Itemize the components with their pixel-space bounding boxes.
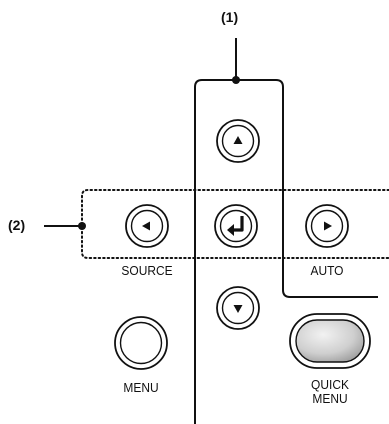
auto-label: AUTO bbox=[310, 263, 344, 278]
quick-menu-label-line1: QUICK bbox=[311, 377, 349, 392]
source-button[interactable] bbox=[125, 204, 169, 248]
triangle-left-icon bbox=[142, 221, 150, 231]
callout-2-label: (2) bbox=[8, 217, 26, 233]
down-button[interactable] bbox=[216, 286, 260, 330]
callout-1-label: (1) bbox=[221, 9, 239, 25]
auto-button[interactable] bbox=[305, 204, 349, 248]
group1-outline bbox=[194, 79, 378, 424]
enter-button[interactable] bbox=[214, 204, 258, 248]
menu-label: MENU bbox=[123, 380, 159, 395]
group2-leader-dot bbox=[78, 222, 86, 230]
up-button[interactable] bbox=[216, 119, 260, 163]
enter-return-icon bbox=[227, 216, 244, 236]
menu-button[interactable] bbox=[114, 316, 168, 370]
group1-leader-dot bbox=[232, 76, 240, 84]
triangle-right-icon bbox=[324, 221, 332, 231]
triangle-down-icon bbox=[233, 305, 243, 313]
quick-menu-label-line2: MENU bbox=[312, 391, 348, 406]
quick-menu-button[interactable] bbox=[289, 313, 371, 369]
source-label: SOURCE bbox=[121, 263, 173, 278]
triangle-up-icon bbox=[233, 136, 243, 144]
